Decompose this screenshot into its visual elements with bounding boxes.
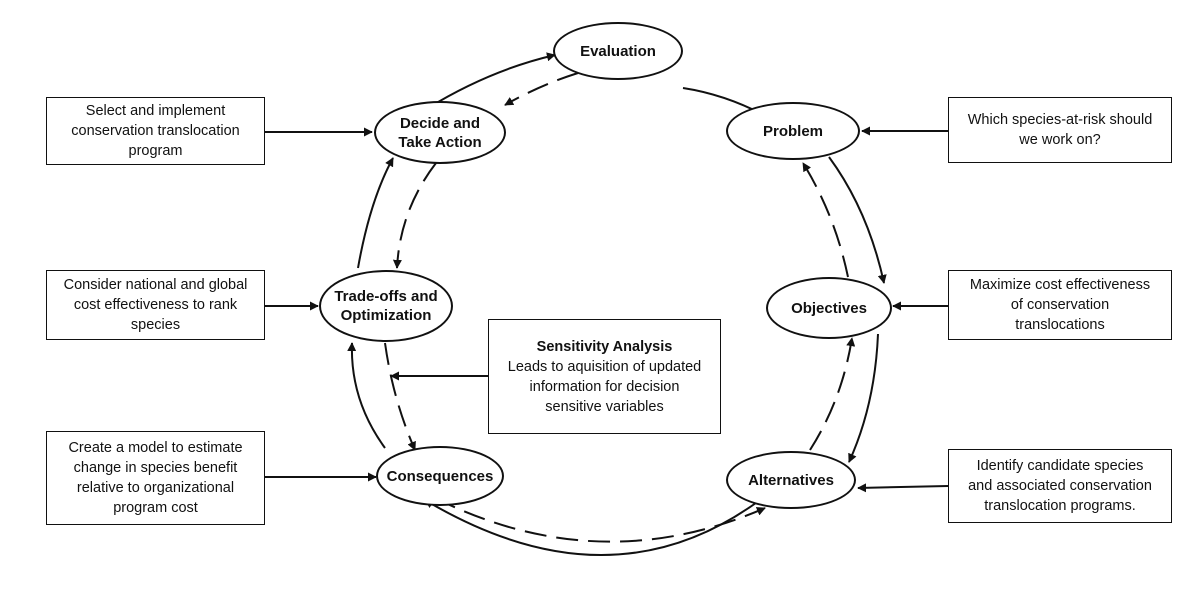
arrow-objectives-to-alternatives xyxy=(848,333,879,463)
node-tradeoffs-label-line-2: Optimization xyxy=(340,307,432,324)
node-evaluation: Evaluation xyxy=(553,22,683,80)
node-objectives-label: Objectives xyxy=(791,299,867,317)
box-sensitivity-line-1: Leads to aquisition of updated xyxy=(507,358,702,375)
box-identify-candidates: Identify candidate species and associate… xyxy=(948,449,1172,523)
box-which-species: Which species-at-risk should we work on? xyxy=(948,97,1172,163)
node-problem-label: Problem xyxy=(762,122,823,140)
dashed-arrow-consequences-to-alternatives xyxy=(434,497,766,543)
box-maximize-line-1: Maximize cost effectiveness xyxy=(969,277,1151,293)
box-create-line-2: change in species benefit xyxy=(73,460,238,476)
box-create-model: Create a model to estimate change in spe… xyxy=(46,431,265,525)
node-objectives: Objectives xyxy=(766,277,892,339)
box-consider-line-1: Consider national and global xyxy=(63,277,248,293)
box-identify-line-1: Identify candidate species xyxy=(976,458,1144,474)
box-create-line-1: Create a model to estimate xyxy=(68,440,243,456)
node-alternatives: Alternatives xyxy=(726,451,856,509)
node-decide-label-line-2: Take Action xyxy=(398,133,482,151)
box-select-implement: Select and implement conservation transl… xyxy=(46,97,265,165)
box-maximize-line-3: translocations xyxy=(1015,317,1105,333)
box-sensitivity-line-3: sensitive variables xyxy=(545,398,664,415)
box-which-line-1: Which species-at-risk should xyxy=(967,112,1153,128)
box-which-line-2: we work on? xyxy=(1019,132,1101,148)
node-decide: Decide and Take Action xyxy=(374,101,506,164)
arrow-decide-to-evaluation xyxy=(427,52,556,109)
box-identify-line-2: and associated conservation xyxy=(968,478,1152,494)
box-select-line-1: Select and implement xyxy=(85,103,226,119)
node-alternatives-label: Alternatives xyxy=(748,471,834,489)
box-consider-line-3: species xyxy=(130,317,181,333)
box-create-line-3: relative to organizational xyxy=(76,480,235,496)
box-maximize-line-2: of conservation xyxy=(1010,297,1110,313)
arrow-tradeoffs-to-decide xyxy=(357,157,394,269)
dashed-arrow-alternatives-to-objectives xyxy=(809,337,856,451)
box-maximize-cost: Maximize cost effectiveness of conservat… xyxy=(948,270,1172,340)
box-sensitivity-analysis: Sensitivity Analysis Leads to aquisition… xyxy=(488,319,721,434)
node-problem: Problem xyxy=(726,102,860,160)
node-consequences: Consequences xyxy=(376,446,504,506)
box-consider-line-2: cost effectiveness to rank xyxy=(73,297,238,313)
box-consider-national: Consider national and global cost effect… xyxy=(46,270,265,340)
dashed-arrow-tradeoffs-to-consequences xyxy=(384,342,416,451)
dashed-arrow-objectives-to-problem xyxy=(802,162,849,278)
arrow-identify-to-alternatives xyxy=(857,483,949,493)
box-create-line-4: program cost xyxy=(113,500,198,516)
box-sensitivity-line-2: information for decision xyxy=(529,378,680,395)
box-select-line-2: conservation translocation xyxy=(71,123,240,139)
dashed-arrow-evaluation-to-decide xyxy=(504,72,579,106)
box-identify-line-3: translocation programs. xyxy=(984,498,1136,514)
dashed-arrow-decide-to-tradeoffs xyxy=(392,162,437,269)
node-evaluation-label: Evaluation xyxy=(580,42,656,60)
node-tradeoffs-label-line-1: Trade-offs and xyxy=(334,288,438,305)
arrow-consequences-to-tradeoffs xyxy=(347,342,386,449)
box-select-line-3: program xyxy=(128,143,183,159)
arrow-alternatives-to-consequences xyxy=(424,499,761,556)
box-sensitivity-title: Sensitivity Analysis xyxy=(536,338,673,355)
node-tradeoffs: Trade-offs and Optimization xyxy=(319,270,453,342)
node-consequences-label: Consequences xyxy=(386,467,494,485)
arrow-problem-to-objectives xyxy=(828,156,887,284)
node-decide-label-line-1: Decide and xyxy=(399,114,480,132)
